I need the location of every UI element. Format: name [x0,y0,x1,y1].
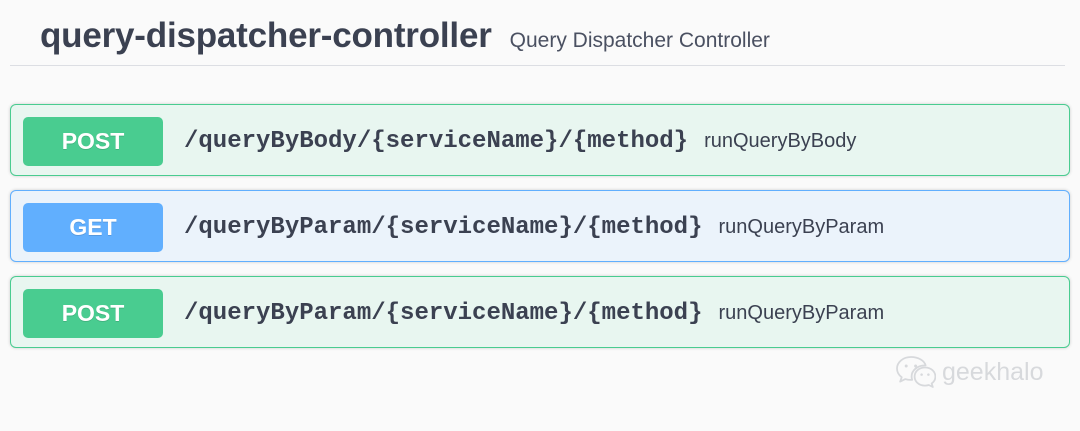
opblock-tag-section: query-dispatcher-controller Query Dispat… [0,0,1080,66]
opblock-post-queryByParam[interactable]: POST /queryByParam/{serviceName}/{method… [10,276,1070,348]
endpoint-path: /queryByParam/{serviceName}/{method} [184,213,703,241]
opblock-summary[interactable]: POST /queryByBody/{serviceName}/{method}… [11,105,1069,177]
http-method-badge: POST [23,288,163,338]
tag-title: query-dispatcher-controller [40,16,492,55]
http-method-badge: POST [23,116,163,166]
opblock-post-queryByBody[interactable]: POST /queryByBody/{serviceName}/{method}… [10,104,1070,176]
opblock-get-queryByParam[interactable]: GET /queryByParam/{serviceName}/{method}… [10,190,1070,262]
endpoint-summary: runQueryByBody [704,129,857,152]
opblock-summary[interactable]: GET /queryByParam/{serviceName}/{method}… [11,191,1069,263]
opblock-tag-header[interactable]: query-dispatcher-controller Query Dispat… [10,0,1065,66]
opblock-summary[interactable]: POST /queryByParam/{serviceName}/{method… [11,277,1069,349]
endpoint-summary: runQueryByParam [718,301,885,324]
tag-description: Query Dispatcher Controller [509,29,770,52]
operations-list: POST /queryByBody/{serviceName}/{method}… [0,104,1080,362]
endpoint-path: /queryByBody/{serviceName}/{method} [184,127,689,155]
http-method-badge: GET [23,202,163,252]
endpoint-path: /queryByParam/{serviceName}/{method} [184,299,703,327]
endpoint-summary: runQueryByParam [718,215,885,238]
